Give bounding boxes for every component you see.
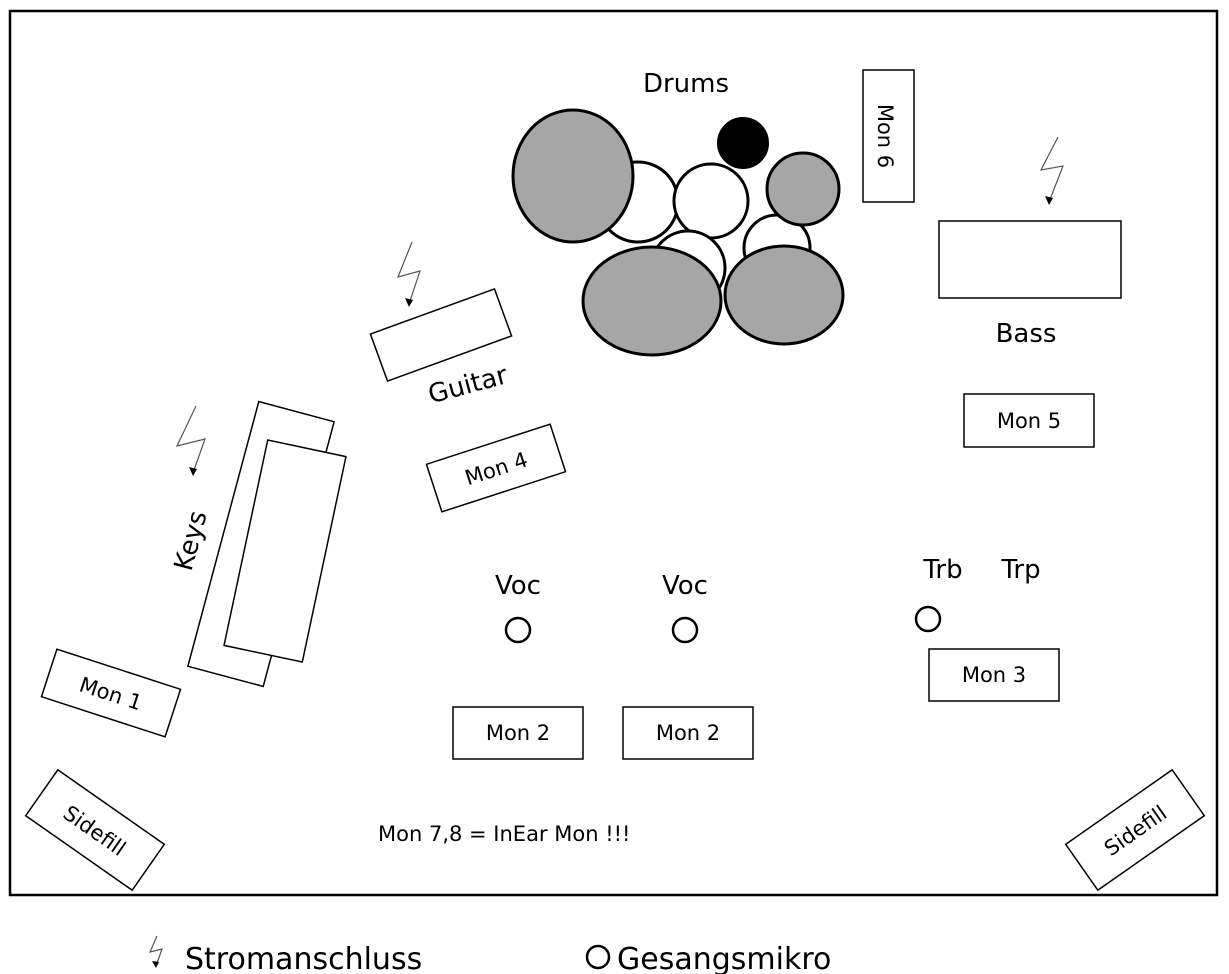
sidefill-left bbox=[24, 768, 166, 892]
monitor-1 bbox=[40, 648, 182, 738]
legend-power-bolt-icon bbox=[148, 935, 163, 967]
guitar-label: Guitar bbox=[425, 360, 511, 410]
monitor-2-right-label: Mon 2 bbox=[656, 721, 720, 745]
drum-tom-left bbox=[581, 245, 723, 357]
monitor-2-left bbox=[452, 706, 584, 760]
monitor-3-label: Mon 3 bbox=[962, 663, 1026, 687]
monitor-6 bbox=[862, 69, 915, 203]
power-bolt-arrowhead-icon bbox=[1045, 196, 1053, 205]
legend-mic-label: Gesangsmikro bbox=[617, 942, 831, 974]
legend-power-label: Stromanschluss bbox=[185, 942, 422, 974]
power-bolt-arrowhead-icon bbox=[189, 467, 197, 476]
drum-cymbal bbox=[765, 151, 841, 227]
drum-floor-tom bbox=[511, 108, 635, 244]
inear-note: Mon 7,8 = InEar Mon !!! bbox=[378, 822, 630, 846]
horn-mic bbox=[914, 605, 942, 633]
trb-label: Trb bbox=[922, 555, 962, 585]
monitor-3 bbox=[928, 648, 1060, 702]
keyboard bbox=[223, 439, 347, 663]
keys-label: Keys bbox=[169, 508, 214, 574]
bass-label: Bass bbox=[996, 319, 1057, 349]
power-bolt-icon bbox=[175, 405, 206, 474]
vocal-mic-left bbox=[504, 616, 532, 644]
sidefill-right bbox=[1064, 768, 1206, 892]
monitor-2-right bbox=[622, 706, 754, 760]
power-bolt-icon bbox=[1039, 136, 1064, 203]
trp-label: Trp bbox=[1000, 555, 1040, 585]
power-bolt-icon bbox=[396, 241, 421, 305]
drums-label: Drums bbox=[643, 69, 729, 99]
monitor-4 bbox=[425, 423, 567, 513]
legend-mic-icon bbox=[585, 944, 611, 970]
stage-border bbox=[8, 9, 1219, 897]
monitor-2-left-label: Mon 2 bbox=[486, 721, 550, 745]
monitor-6-label: Mon 6 bbox=[873, 104, 897, 168]
bass-amp bbox=[938, 220, 1122, 299]
drum-kit bbox=[511, 108, 845, 357]
legend-power-arrowhead-icon bbox=[152, 961, 159, 968]
monitor-5-label: Mon 5 bbox=[997, 409, 1061, 433]
drum-tom-right bbox=[723, 244, 845, 346]
guitar-amp bbox=[369, 287, 513, 383]
vocal-mic-right bbox=[671, 616, 699, 644]
cymbal-black bbox=[717, 117, 769, 169]
voc-right-label: Voc bbox=[662, 571, 708, 601]
power-bolt-arrowhead-icon bbox=[405, 298, 413, 307]
voc-left-label: Voc bbox=[495, 571, 541, 601]
drum-shell bbox=[672, 162, 750, 240]
monitor-5 bbox=[963, 393, 1095, 448]
